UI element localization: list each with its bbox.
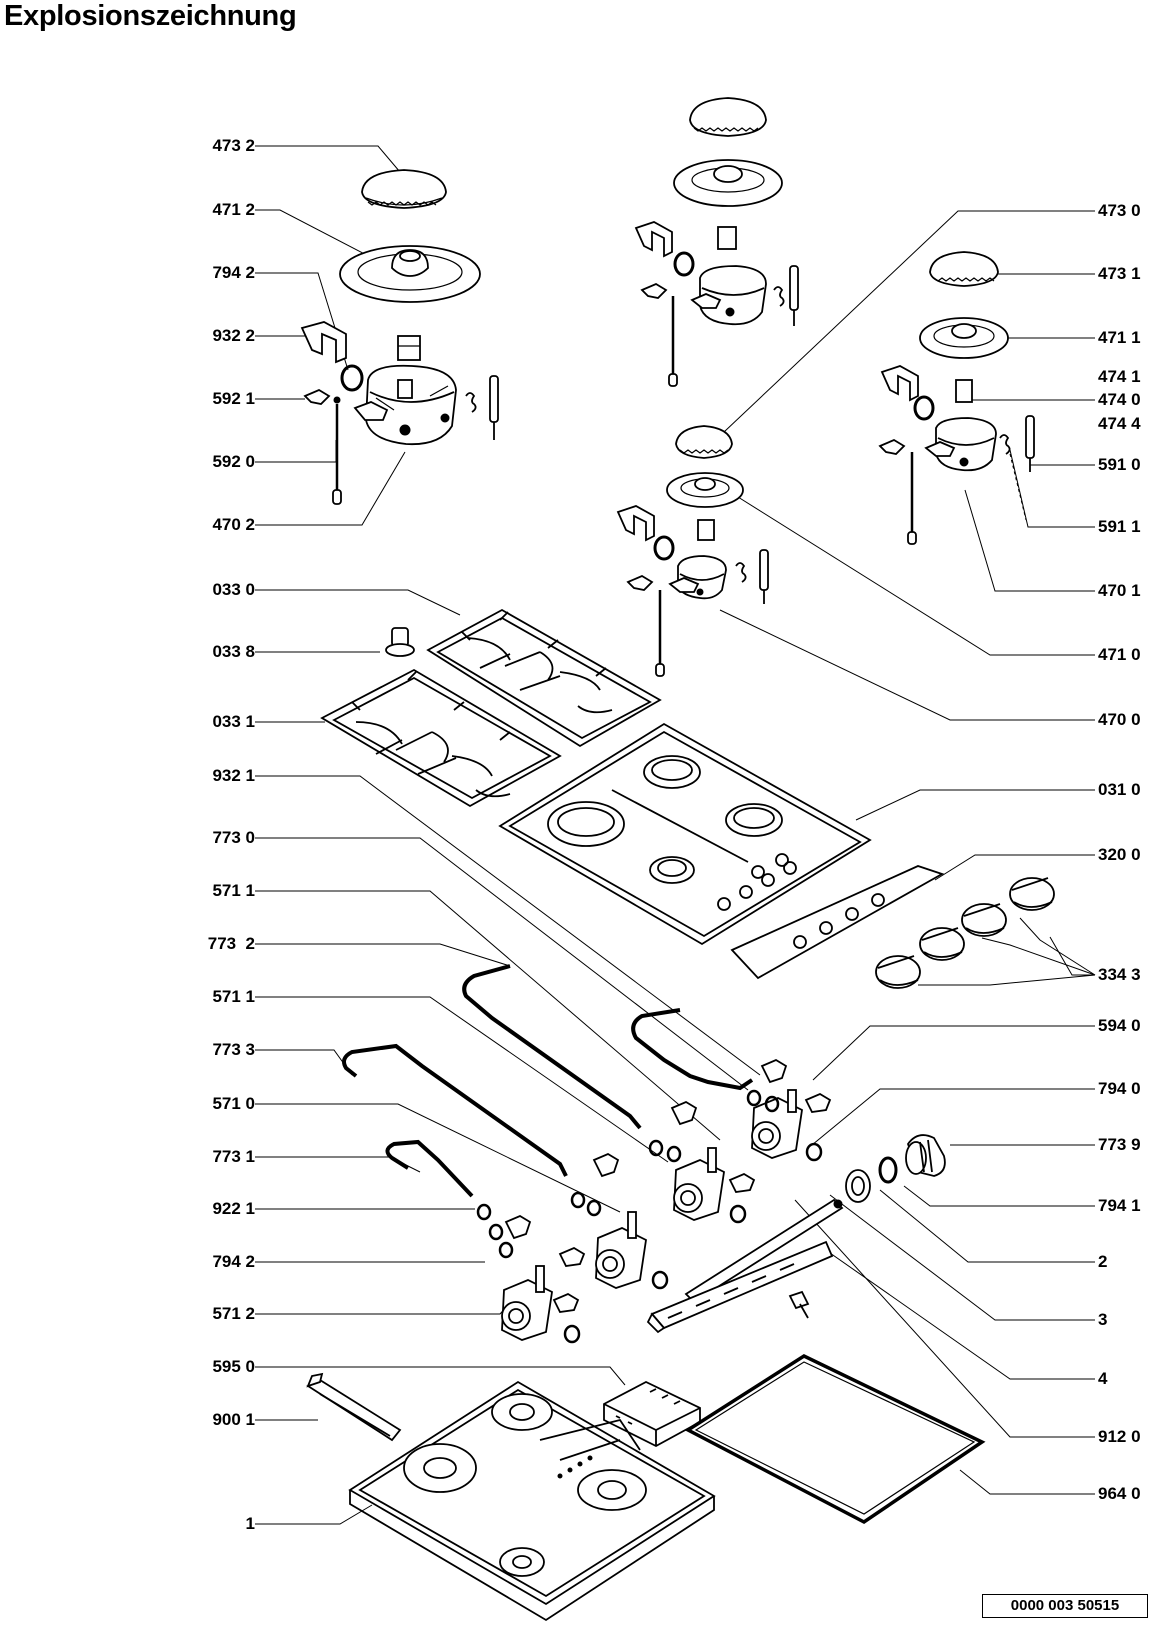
- label-591-0: 591 0: [1098, 455, 1141, 474]
- label-794-1: 794 1: [1098, 1196, 1141, 1215]
- label-470-0: 470 0: [1098, 710, 1141, 729]
- label-773-0: 773 0: [212, 828, 255, 847]
- label-591-1: 591 1: [1098, 517, 1141, 536]
- label-571-1-a: 571 1: [212, 881, 255, 900]
- label-773-1: 773 1: [212, 1147, 255, 1166]
- label-900-1: 900 1: [212, 1410, 255, 1429]
- label-773-2: 773 2: [207, 934, 255, 953]
- label-3: 3: [1098, 1310, 1108, 1329]
- burner-right: [878, 251, 1035, 545]
- label-912-0: 912 0: [1098, 1427, 1141, 1446]
- page-title: Explosionszeichnung: [4, 0, 297, 32]
- label-773-9: 773 9: [1098, 1135, 1141, 1154]
- label-474-0: 474 0: [1098, 390, 1141, 409]
- label-473-2: 473 2: [212, 136, 255, 155]
- label-471-1: 471 1: [1098, 328, 1141, 347]
- ignition-box: [603, 1380, 701, 1448]
- label-031-0: 031 0: [1098, 780, 1141, 799]
- label-595-0: 595 0: [212, 1357, 255, 1376]
- gas-pipes: [342, 964, 754, 1198]
- label-473-1: 473 1: [1098, 264, 1141, 283]
- label-922-1: 922 1: [212, 1199, 255, 1218]
- label-592-1: 592 1: [212, 389, 255, 408]
- label-470-1: 470 1: [1098, 581, 1141, 600]
- label-474-4: 474 4: [1098, 414, 1141, 433]
- burner-top-center: [634, 97, 799, 387]
- screw: [788, 1290, 810, 1319]
- knob-panel: [730, 865, 945, 980]
- label-794-2-top: 794 2: [212, 263, 255, 282]
- label-320-0: 320 0: [1098, 845, 1141, 864]
- label-471-2: 471 2: [212, 200, 255, 219]
- label-794-2-bottom: 794 2: [212, 1252, 255, 1271]
- label-033-8: 033 8: [212, 642, 255, 661]
- label-932-2: 932 2: [212, 326, 255, 345]
- label-033-0: 033 0: [212, 580, 255, 599]
- base-tray: [348, 1380, 716, 1622]
- label-334-3: 334 3: [1098, 965, 1141, 984]
- seal-gasket: [684, 1353, 986, 1525]
- label-473-0: 473 0: [1098, 201, 1141, 220]
- label-594-0: 594 0: [1098, 1016, 1141, 1035]
- hob-top: [498, 722, 872, 946]
- label-471-0: 471 0: [1098, 645, 1141, 664]
- pan-supports: [320, 608, 662, 808]
- label-4: 4: [1098, 1369, 1108, 1388]
- label-571-0: 571 0: [212, 1094, 255, 1113]
- label-773-3: 773 3: [212, 1040, 255, 1059]
- label-1: 1: [245, 1514, 255, 1533]
- burner-middle: [616, 425, 769, 677]
- label-033-1: 033 1: [212, 712, 255, 731]
- gas-valves: [476, 1058, 832, 1344]
- label-571-1-b: 571 1: [212, 987, 255, 1006]
- label-571-2: 571 2: [212, 1304, 255, 1323]
- leader-lines-left: [255, 145, 761, 1525]
- fixing-clip: [306, 1372, 402, 1442]
- label-964-0: 964 0: [1098, 1484, 1141, 1503]
- control-knobs: [875, 877, 1055, 989]
- leader-lines-right: [719, 210, 1096, 1495]
- label-474-1: 474 1: [1098, 367, 1141, 386]
- document-number-box: 0000 003 50515: [982, 1594, 1148, 1618]
- burner-left: [300, 169, 499, 505]
- label-932-1: 932 1: [212, 766, 255, 785]
- label-2: 2: [1098, 1252, 1108, 1271]
- label-592-0: 592 0: [212, 452, 255, 471]
- mounting-rail: [646, 1240, 834, 1334]
- label-794-0: 794 0: [1098, 1079, 1141, 1098]
- label-470-2: 470 2: [212, 515, 255, 534]
